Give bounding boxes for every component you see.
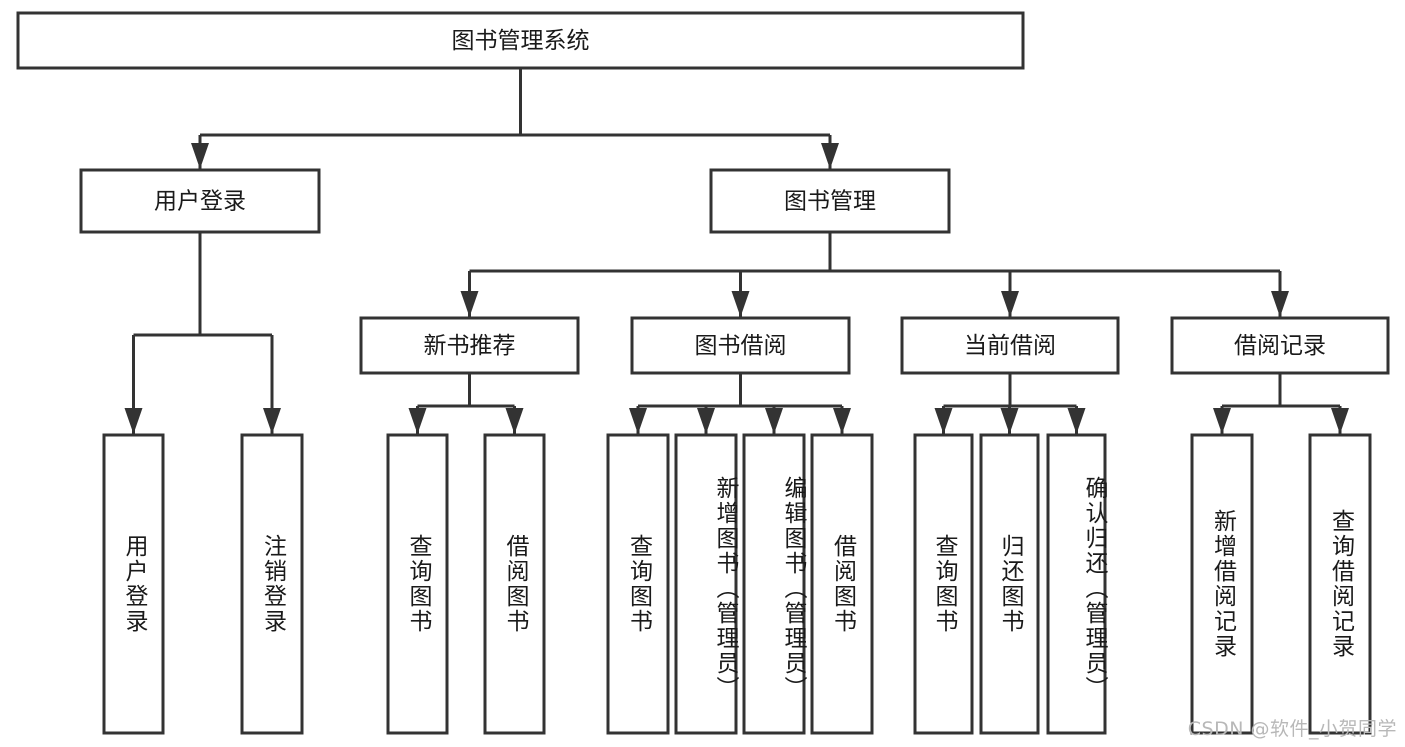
leaf-box-8[interactable] <box>913 433 974 735</box>
arrow-head-icon <box>1067 408 1086 434</box>
arrow-head-icon <box>263 408 281 434</box>
leaf-box-6[interactable] <box>742 433 806 735</box>
node-label-root: 图书管理系统 <box>452 28 590 54</box>
leaf-box-7[interactable] <box>810 433 874 735</box>
node-box-level3-3[interactable] <box>1170 316 1390 375</box>
node-box-level2-0[interactable] <box>79 168 321 234</box>
node-box-layer <box>16 11 1390 735</box>
connector-layer <box>124 68 1349 434</box>
node-label-level2-1: 图书管理 <box>784 189 876 215</box>
node-label-level3-0: 新书推荐 <box>424 333 516 359</box>
node-box-root[interactable] <box>16 11 1025 70</box>
arrow-head-icon <box>1331 408 1349 434</box>
arrow-head-icon <box>124 408 143 434</box>
node-box-level3-1[interactable] <box>630 316 851 375</box>
leaf-box-11[interactable] <box>1190 433 1254 735</box>
node-box-level3-0[interactable] <box>359 316 580 375</box>
leaf-box-10[interactable] <box>1046 433 1107 735</box>
arrow-head-icon <box>821 143 839 169</box>
leaf-box-3[interactable] <box>483 433 546 735</box>
leaf-box-5[interactable] <box>674 433 738 735</box>
arrow-head-icon <box>1271 291 1289 317</box>
arrow-head-icon <box>765 408 783 434</box>
leaf-box-0[interactable] <box>102 433 165 735</box>
arrow-head-icon <box>1213 408 1231 434</box>
arrow-head-icon <box>408 408 427 434</box>
arrow-head-icon <box>1000 408 1019 434</box>
arrow-head-icon <box>191 143 209 169</box>
arrow-head-icon <box>1001 291 1019 317</box>
arrow-head-icon <box>460 291 479 317</box>
leaf-box-1[interactable] <box>240 433 304 735</box>
node-box-level2-1[interactable] <box>709 168 951 234</box>
arrow-head-icon <box>629 408 647 434</box>
arrow-head-icon <box>697 408 715 434</box>
node-box-level3-2[interactable] <box>900 316 1120 375</box>
node-label-level2-0: 用户登录 <box>154 189 246 215</box>
arrow-head-icon <box>934 408 953 434</box>
leaf-box-12[interactable] <box>1308 433 1372 735</box>
leaf-box-9[interactable] <box>979 433 1040 735</box>
leaf-box-2[interactable] <box>386 433 449 735</box>
node-label-level3-3: 借阅记录 <box>1234 333 1326 359</box>
arrow-head-icon <box>731 291 750 317</box>
node-label-level3-1: 图书借阅 <box>695 333 787 359</box>
node-label-level3-2: 当前借阅 <box>964 333 1056 359</box>
watermark: CSDN @软件_小贺同学 <box>1187 718 1397 740</box>
leaf-box-4[interactable] <box>606 433 670 735</box>
arrow-head-icon <box>833 408 851 434</box>
arrow-head-icon <box>505 408 524 434</box>
